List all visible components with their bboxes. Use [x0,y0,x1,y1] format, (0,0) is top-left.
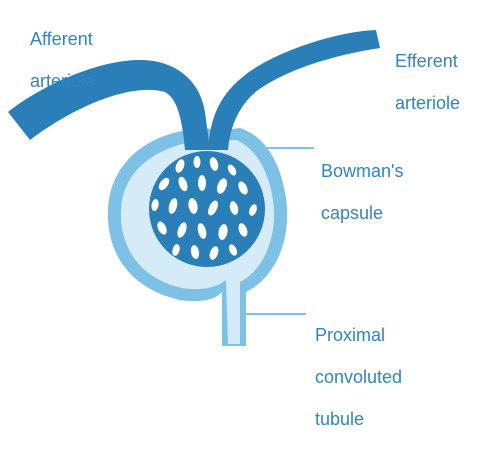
bowmans-capsule-label: Bowman's capsule [321,140,403,245]
capillary-tuft [149,151,265,267]
efferent-label-line-2: arteriole [395,93,460,114]
efferent-arteriole-label: Efferent arteriole [395,30,460,135]
glomerulus [149,151,265,267]
tubule-label-line-2: convoluted [315,367,402,388]
tubule-label-line-1: Proximal [315,325,402,346]
tubule-label-line-3: tubule [315,409,402,430]
proximal-convoluted-tubule-label: Proximal convoluted tubule [315,304,402,451]
bowmans-label-line-2: capsule [321,203,403,224]
efferent-label-line-1: Efferent [395,51,460,72]
afferent-label-line-1: Afferent [30,29,95,50]
afferent-label-line-2: arteriole [30,71,95,92]
bowmans-label-line-1: Bowman's [321,161,403,182]
afferent-arteriole-label: Afferent arteriole [30,8,95,113]
